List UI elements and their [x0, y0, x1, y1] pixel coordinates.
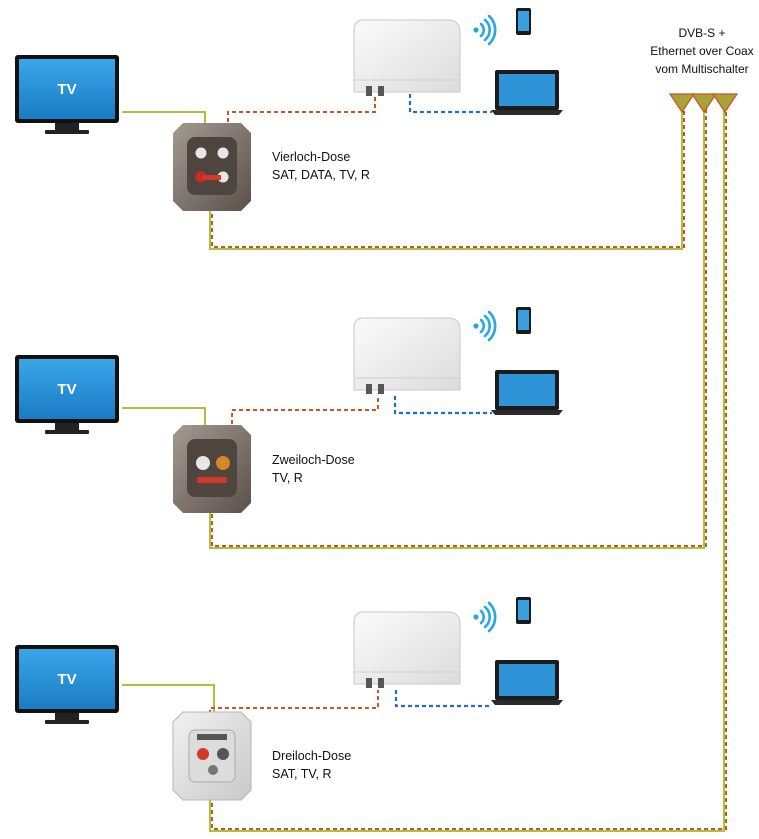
ethernet-cable-3: [394, 690, 492, 708]
source-line-1: DVB-S +: [678, 26, 725, 40]
wifi-icon: [472, 310, 497, 342]
outlet-ports: TV, R: [272, 471, 303, 485]
wall-outlet-icon: [172, 711, 252, 801]
wall-outlet-icon: [173, 123, 251, 211]
connector-icon: [690, 93, 718, 114]
tv-icon: TV: [15, 55, 119, 134]
smartphone-icon: [516, 8, 531, 35]
tv-icon: TV: [15, 355, 119, 434]
section-zweiloch: TV Zweiloch-Dose TV, R: [15, 307, 563, 513]
ethernet-cable-2: [393, 396, 492, 415]
laptop-icon: [491, 70, 563, 115]
outlet-name: Vierloch-Dose: [272, 150, 350, 164]
ethernet-cable-1: [408, 94, 492, 114]
modem-icon: [353, 19, 461, 97]
wifi-icon: [472, 601, 497, 633]
outlet-ports: SAT, DATA, TV, R: [272, 168, 370, 182]
smartphone-icon: [516, 597, 531, 624]
trunk-cable-1: [209, 100, 683, 250]
modem-coax-2: [231, 396, 379, 452]
outlet-name: Zweiloch-Dose: [272, 453, 355, 467]
section-vierloch: TV Vierloch-Dose SAT, DATA, TV, R: [15, 8, 563, 211]
tv-label: TV: [57, 671, 76, 688]
outlet-ports: SAT, TV, R: [272, 767, 332, 781]
source-line-3: vom Multischalter: [655, 62, 748, 76]
modem-icon: [353, 317, 461, 395]
wall-outlet-icon: [173, 425, 251, 513]
source-line-2: Ethernet over Coax: [650, 44, 753, 58]
tv-label: TV: [57, 381, 76, 398]
laptop-icon: [491, 370, 563, 415]
cable-end-connectors: [668, 93, 739, 114]
modem-icon: [353, 611, 461, 689]
trunk-cable-2: [209, 100, 705, 549]
tv-icon: TV: [15, 645, 119, 724]
smartphone-icon: [516, 307, 531, 334]
connector-icon: [668, 93, 696, 114]
cables: [122, 94, 727, 832]
source-label: DVB-S + Ethernet over Coax vom Multischa…: [650, 26, 753, 76]
wifi-icon: [472, 14, 497, 46]
trunk-cable-3: [209, 100, 725, 832]
section-dreiloch: TV Dreiloch-Dose SAT, TV, R: [15, 597, 563, 801]
tv-label: TV: [57, 81, 76, 98]
outlet-name: Dreiloch-Dose: [272, 749, 351, 763]
laptop-icon: [491, 660, 563, 705]
connector-icon: [711, 93, 739, 114]
